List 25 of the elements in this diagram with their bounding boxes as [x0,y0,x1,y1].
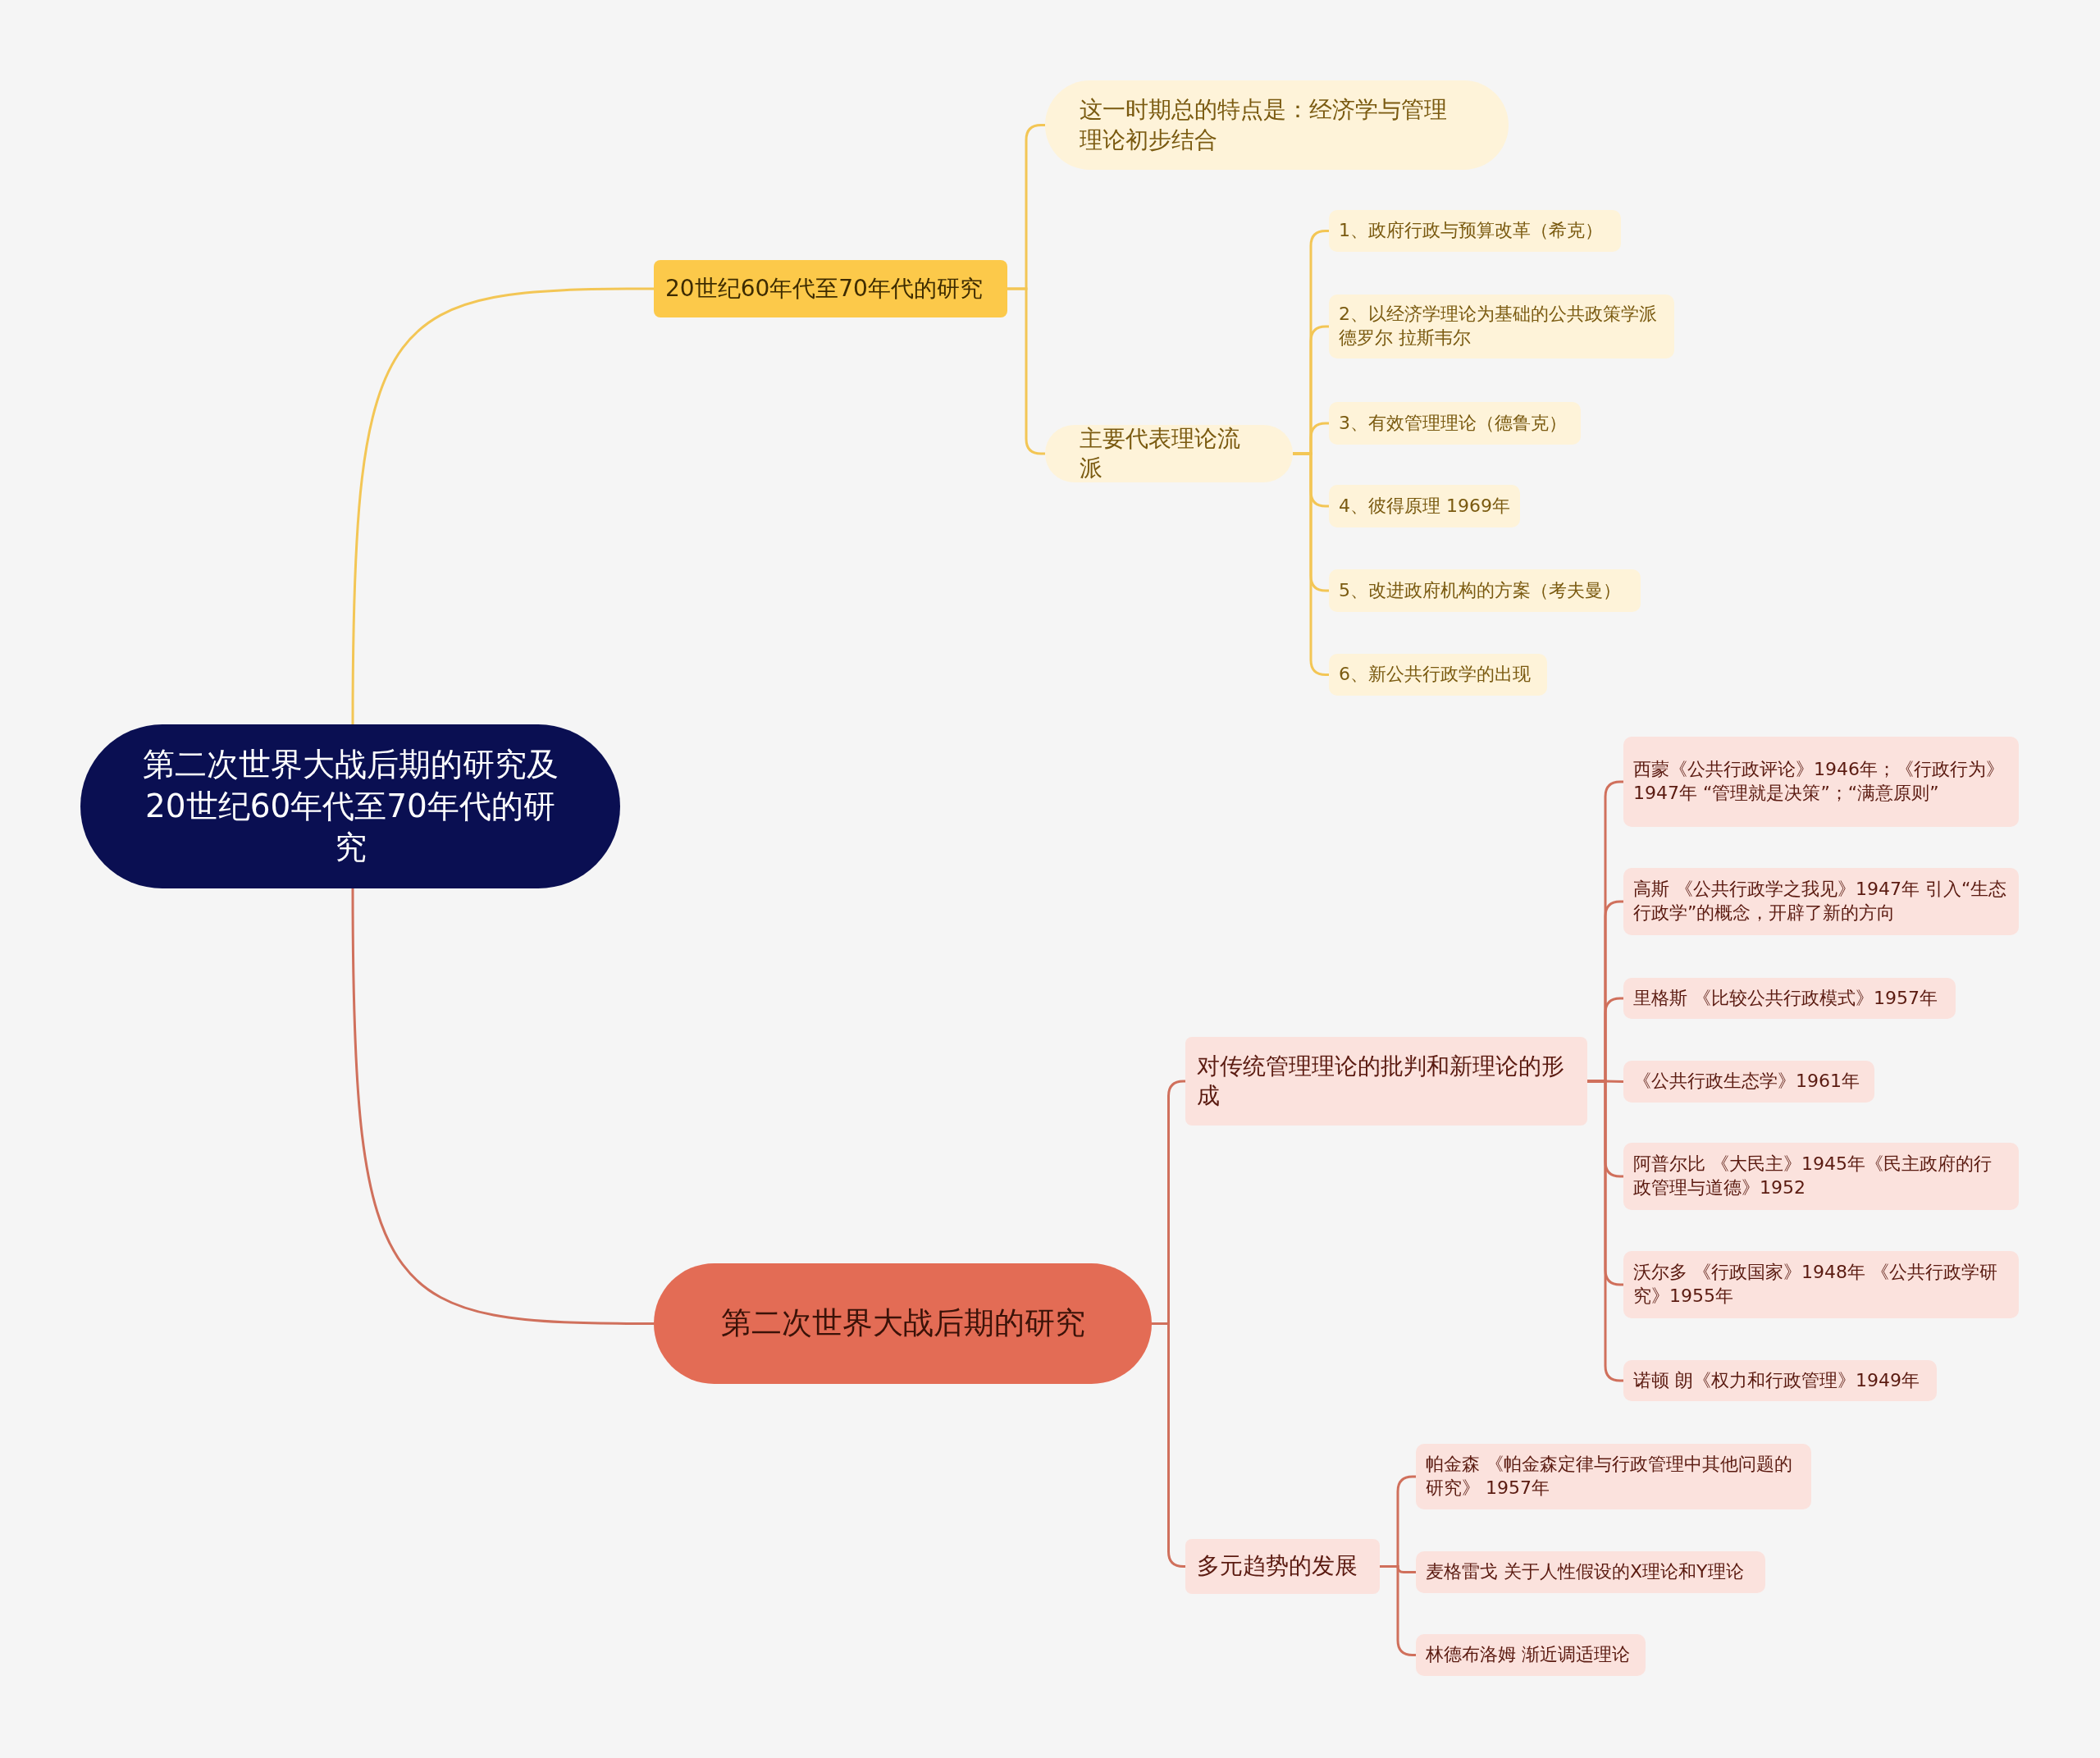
branch-topic: 20世纪60年代至70年代的研究 [654,260,1007,317]
root-topic: 第二次世界大战后期的研究及20世纪60年代至70年代的研究 [80,724,620,888]
leaf-topic: 帕金森 《帕金森定律与行政管理中其他问题的研究》 1957年 [1416,1444,1811,1509]
leaf-topic: 5、改进政府机构的方案（考夫曼） [1329,569,1641,612]
leaf-topic: 高斯 《公共行政学之我见》1947年 引入“生态行政学”的概念，开辟了新的方向 [1623,868,2019,935]
subtopic: 这一时期总的特点是：经济学与管理理论初步结合 [1045,80,1509,170]
leaf-topic: 3、有效管理理论（德鲁克） [1329,402,1581,445]
branch-topic: 第二次世界大战后期的研究 [654,1263,1152,1384]
connector-line [351,287,654,724]
leaf-topic: 西蒙《公共行政评论》1946年；《行政行为》1947年 “管理就是决策”；“满意原则” [1623,737,2019,827]
leaf-topic: 诺顿 朗《权力和行政管理》1949年 [1623,1360,1937,1401]
leaf-topic: 2、以经济学理论为基础的公共政策学派德罗尔 拉斯韦尔 [1329,295,1674,358]
leaf-topic: 沃尔多 《行政国家》1948年 《公共行政学研究》1955年 [1623,1251,2019,1318]
subtopic: 对传统管理理论的批判和新理论的形成 [1185,1037,1587,1126]
connector-line [351,888,654,1325]
leaf-topic: 6、新公共行政学的出现 [1329,654,1547,696]
leaf-topic: 1、政府行政与预算改革（希克） [1329,210,1621,252]
leaf-topic: 《公共行政生态学》1961年 [1623,1061,1874,1103]
leaf-topic: 里格斯 《比较公共行政模式》1957年 [1623,978,1956,1019]
leaf-topic: 4、彼得原理 1969年 [1329,485,1520,527]
leaf-topic: 阿普尔比 《大民主》1945年《民主政府的行政管理与道德》1952 [1623,1143,2019,1210]
subtopic: 主要代表理论流派 [1045,425,1293,482]
leaf-topic: 麦格雷戈 关于人性假设的X理论和Y理论 [1416,1551,1765,1593]
leaf-topic: 林德布洛姆 渐近调适理论 [1416,1634,1646,1676]
subtopic: 多元趋势的发展 [1185,1539,1380,1594]
